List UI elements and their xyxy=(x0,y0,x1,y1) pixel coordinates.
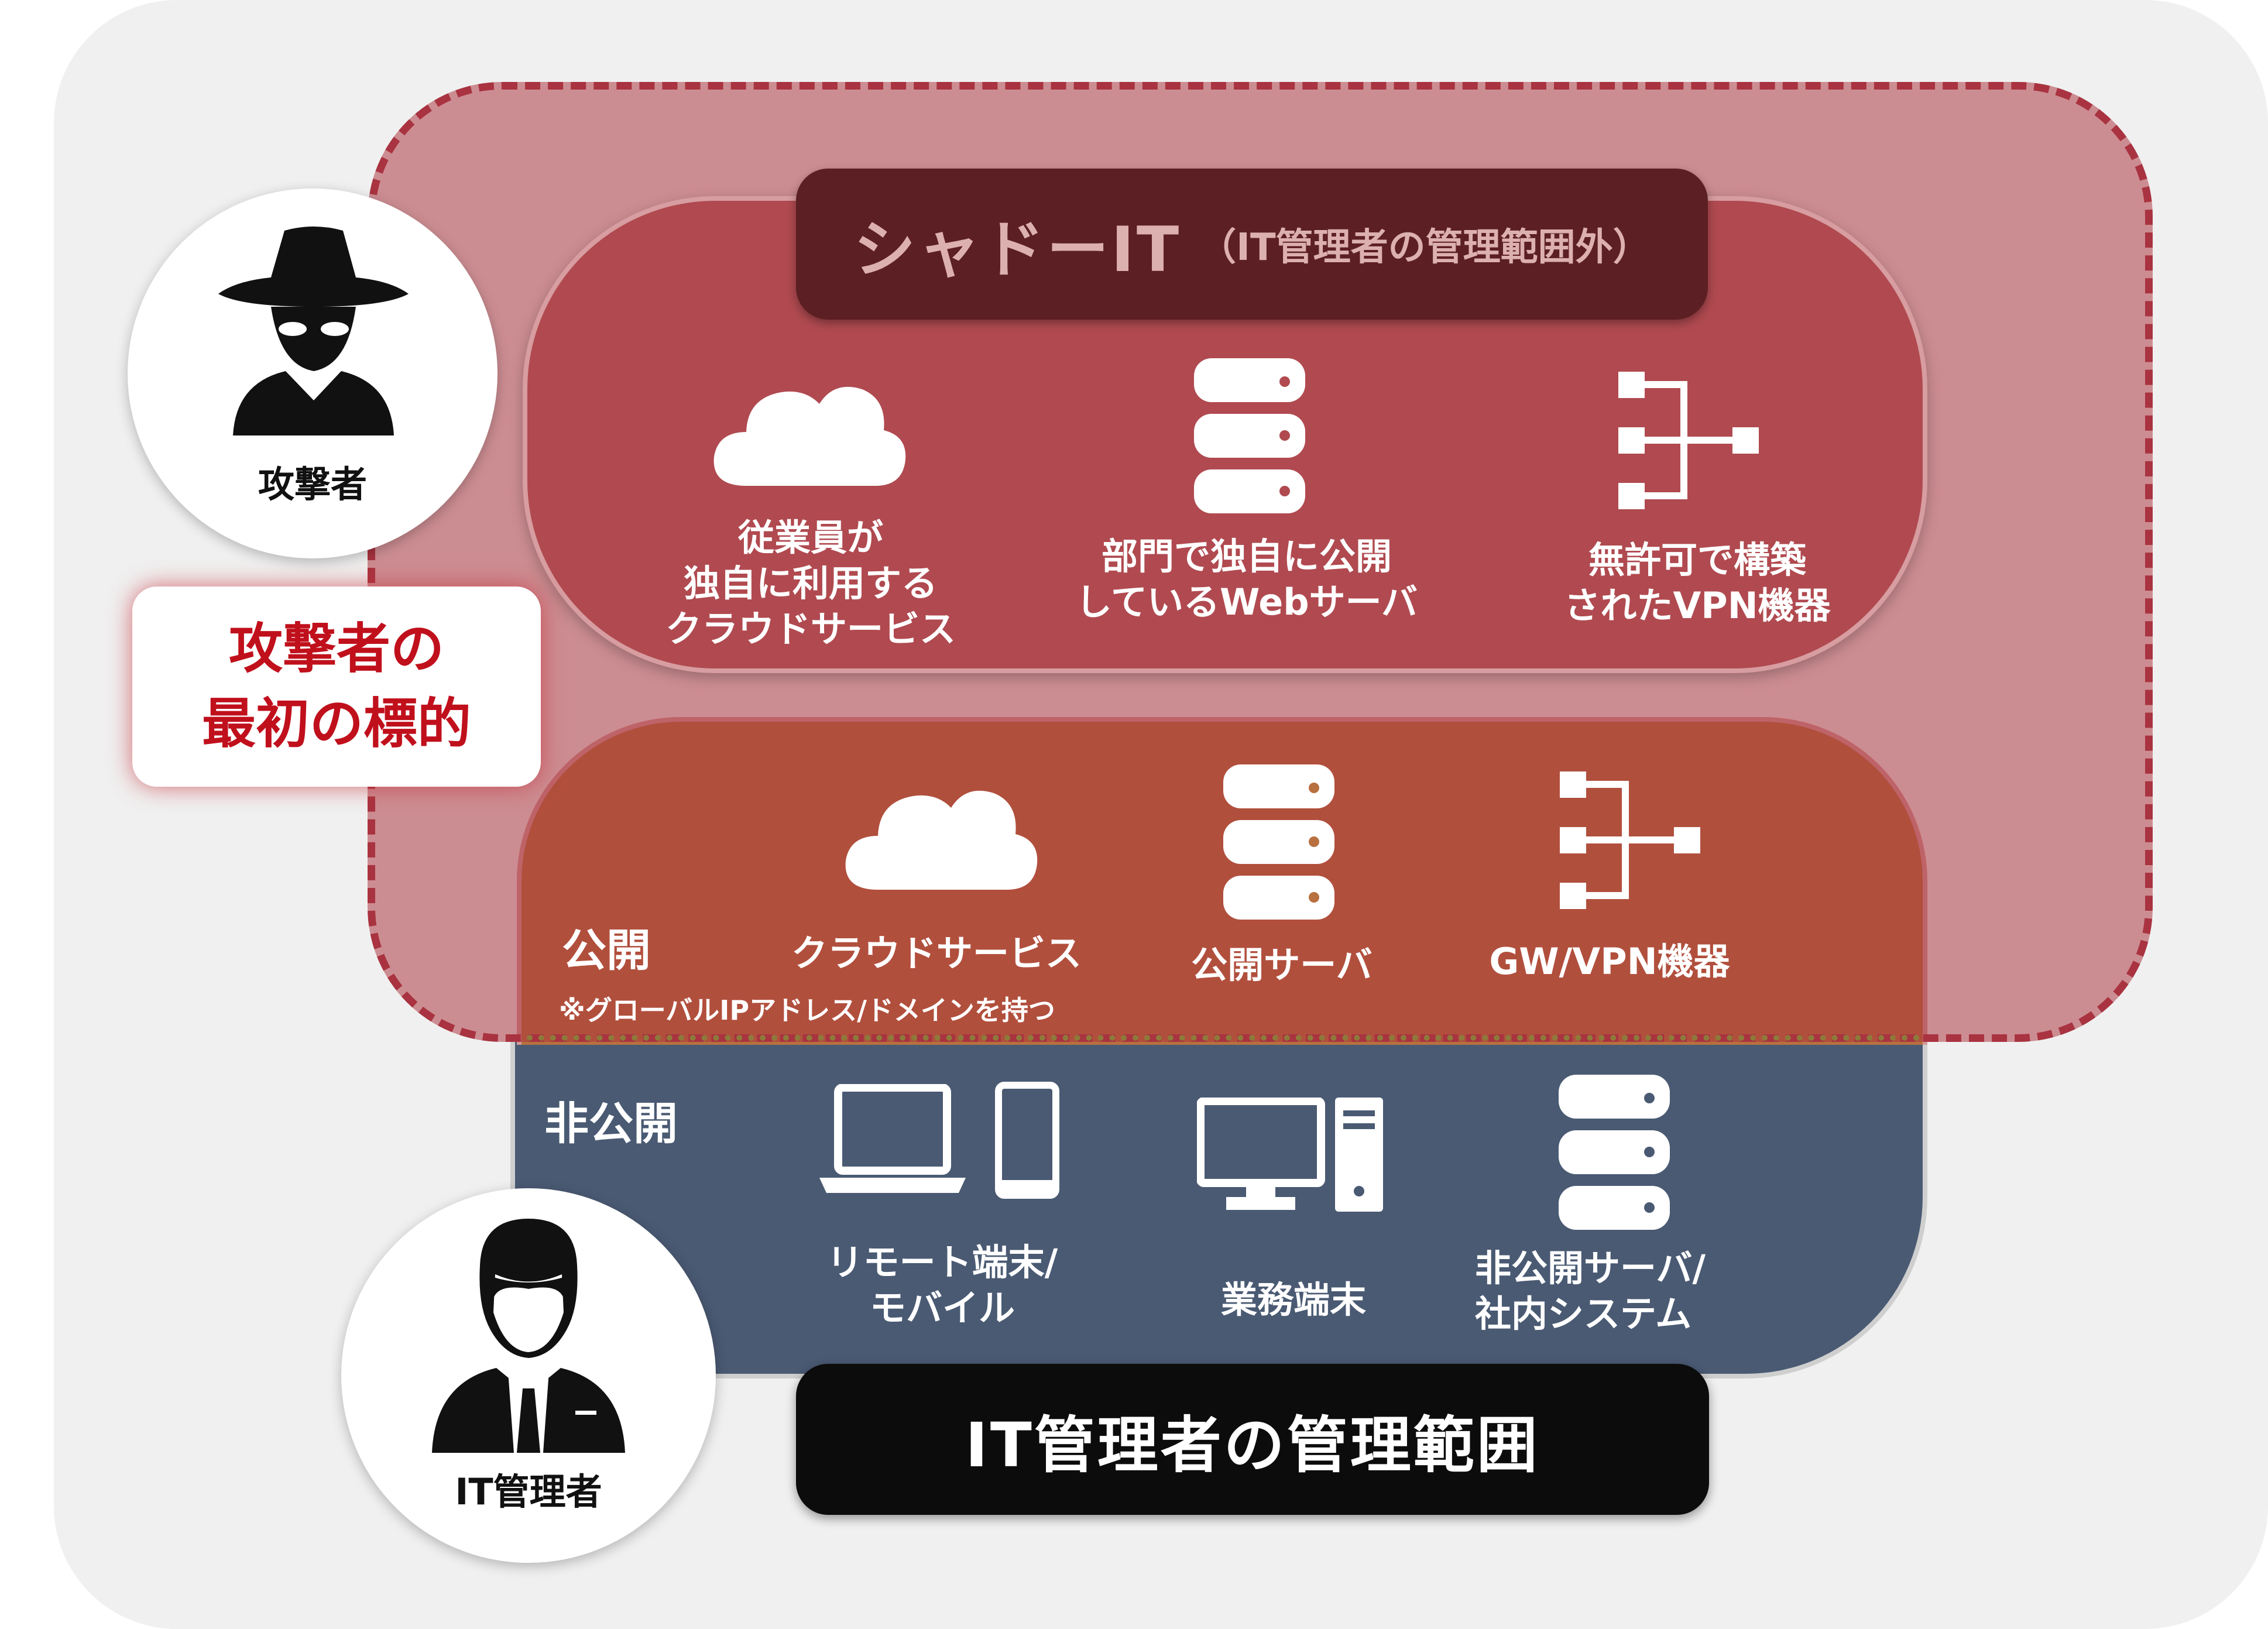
database-icon xyxy=(1556,1075,1673,1230)
it-admin-avatar: IT管理者 xyxy=(341,1188,716,1563)
database-icon xyxy=(1220,764,1337,920)
smartphone-icon xyxy=(995,1082,1059,1199)
public-zone-note: ※グローバルIPアドレス/ドメインを持つ xyxy=(559,994,1055,1026)
cloud-icon xyxy=(843,779,1039,893)
attacker-label: 攻撃者 xyxy=(258,463,367,506)
network-device-icon xyxy=(1560,771,1700,909)
shadow-webserver-label: 部門で独自に公開 しているWebサーバ xyxy=(1075,535,1418,623)
attacker-avatar: 攻撃者 xyxy=(128,188,497,558)
private-server-label: 非公開サーバ/ 社内システム xyxy=(1475,1247,1706,1335)
hacker-icon xyxy=(215,225,411,435)
desktop-pc-icon xyxy=(1197,1098,1384,1212)
business-terminal-label: 業務端末 xyxy=(1220,1278,1366,1321)
first-target-line1: 攻撃者の xyxy=(228,618,444,680)
public-zone-title: 公開 xyxy=(562,924,651,976)
shadow-it-subtitle: （IT管理者の管理範囲外） xyxy=(1199,226,1651,269)
management-scope-text: IT管理者の管理範囲 xyxy=(965,1409,1540,1481)
cloud-icon xyxy=(711,375,907,489)
public-vpn-label: GW/VPN機器 xyxy=(1489,940,1730,983)
shadow-cloud-label: 従業員が 独自に利用する クラウドサービス xyxy=(665,516,956,650)
it-admin-label: IT管理者 xyxy=(455,1470,602,1513)
shadow-vpn-label: 無許可で構築 されたVPN機器 xyxy=(1564,539,1831,627)
network-device-icon xyxy=(1618,372,1759,509)
management-scope-label: IT管理者の管理範囲 xyxy=(796,1364,1709,1515)
remote-device-label: リモート端末/ モバイル xyxy=(826,1241,1058,1329)
shadow-it-title-text: シャドーIT xyxy=(853,214,1182,286)
zone-divider xyxy=(527,1035,1920,1041)
first-target-line2: 最初の標的 xyxy=(201,692,471,755)
first-target-label: 攻撃者の 最初の標的 xyxy=(132,587,541,787)
private-zone-title: 非公開 xyxy=(544,1098,678,1150)
public-cloud-label: クラウドサービス xyxy=(791,932,1082,975)
laptop-icon xyxy=(819,1084,966,1195)
database-icon xyxy=(1191,358,1308,513)
shadow-it-title: シャドーIT （IT管理者の管理範囲外） xyxy=(796,169,1708,320)
public-server-label: 公開サーバ xyxy=(1191,944,1373,986)
businessman-icon xyxy=(426,1219,631,1453)
